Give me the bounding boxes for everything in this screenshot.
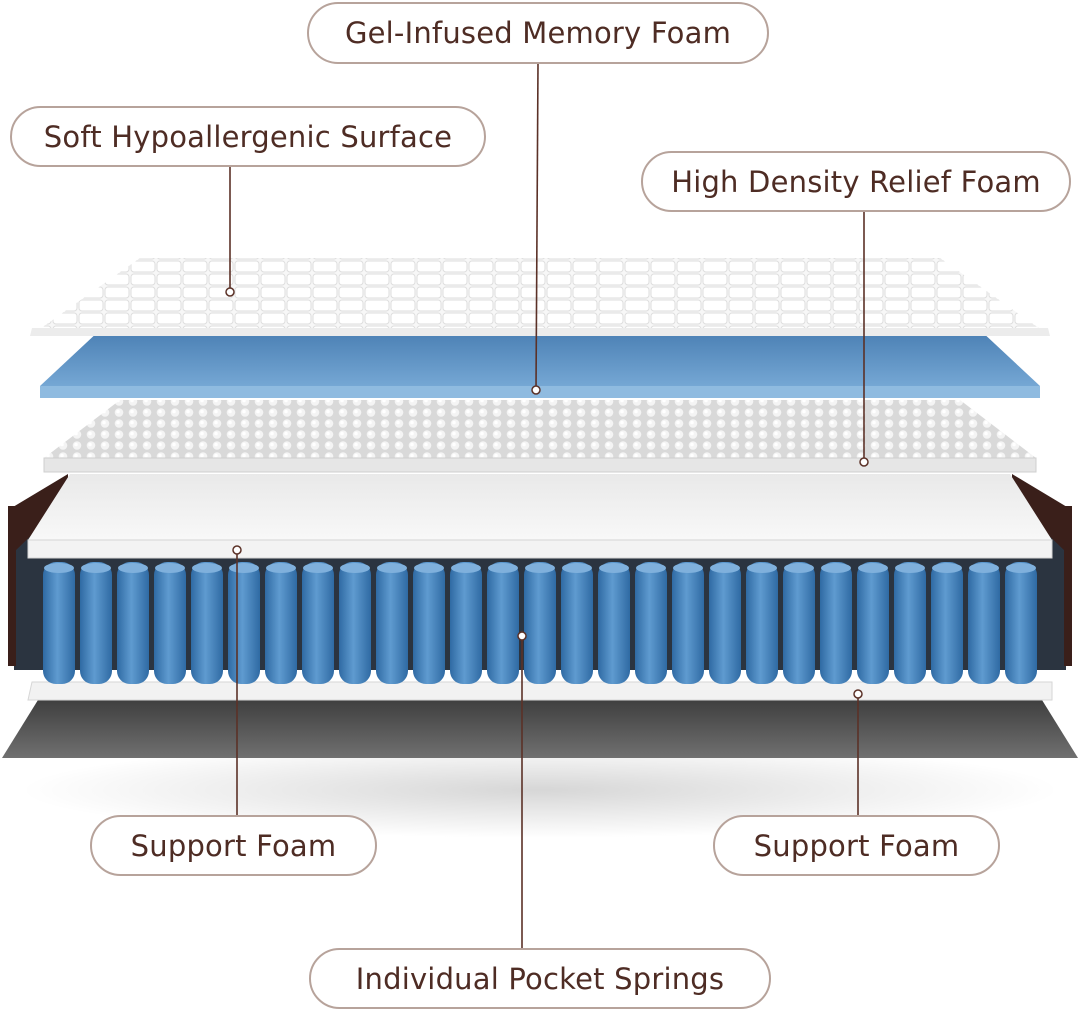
pocket-spring <box>80 562 112 684</box>
pocket-spring-cap <box>155 563 185 573</box>
label-support-foam-left: Support Foam <box>90 815 377 876</box>
pocket-spring <box>302 562 334 684</box>
pocket-spring-cap <box>451 563 481 573</box>
pocket-spring-core <box>43 562 1037 684</box>
pocket-spring-cap <box>81 563 111 573</box>
dot-soft-surface <box>225 287 235 297</box>
pocket-spring-cap <box>118 563 148 573</box>
leader-lines <box>229 63 865 948</box>
dot-support-foam-bottom <box>853 689 863 699</box>
pocket-spring <box>598 562 630 684</box>
pocket-spring <box>265 562 297 684</box>
pocket-spring <box>857 562 889 684</box>
egg-crate-relief-foam <box>43 400 1037 473</box>
label-soft-hypoallergenic-surface: Soft Hypoallergenic Surface <box>10 106 486 167</box>
pocket-spring <box>339 562 371 684</box>
pocket-spring <box>746 562 778 684</box>
pocket-spring-cap <box>1006 563 1036 573</box>
pocket-spring-cap <box>932 563 962 573</box>
pocket-spring <box>376 562 408 684</box>
pocket-spring-cap <box>340 563 370 573</box>
pocket-spring <box>191 562 223 684</box>
floor-shadow <box>20 742 1060 838</box>
pocket-spring <box>228 562 260 684</box>
pocket-spring-cap <box>562 563 592 573</box>
pocket-spring <box>413 562 445 684</box>
pocket-spring-cap <box>858 563 888 573</box>
pocket-spring <box>561 562 593 684</box>
pocket-spring <box>524 562 556 684</box>
pocket-spring-cap <box>266 563 296 573</box>
pocket-spring-cap <box>710 563 740 573</box>
pocket-spring <box>117 562 149 684</box>
pocket-spring-cap <box>599 563 629 573</box>
pocket-spring-cap <box>414 563 444 573</box>
pocket-spring <box>820 562 852 684</box>
leader-dots <box>225 287 869 699</box>
pocket-spring-cap <box>525 563 555 573</box>
pocket-spring-cap <box>44 563 74 573</box>
quilted-cover <box>30 258 1050 336</box>
pocket-spring-cap <box>969 563 999 573</box>
dot-support-foam-top <box>232 545 242 555</box>
pocket-spring <box>931 562 963 684</box>
pocket-spring <box>1005 562 1037 684</box>
pocket-spring <box>635 562 667 684</box>
pocket-spring-cap <box>784 563 814 573</box>
label-individual-pocket-springs: Individual Pocket Springs <box>309 948 771 1009</box>
dot-gel-foam <box>531 385 541 395</box>
pocket-spring <box>672 562 704 684</box>
support-foam-top <box>27 474 1053 559</box>
pocket-spring-cap <box>821 563 851 573</box>
pocket-spring-cap <box>229 563 259 573</box>
label-high-density-relief-foam: High Density Relief Foam <box>641 151 1071 212</box>
pocket-spring <box>894 562 926 684</box>
pocket-spring-cap <box>895 563 925 573</box>
pocket-spring-cap <box>488 563 518 573</box>
pocket-spring-cap <box>636 563 666 573</box>
pocket-spring-cap <box>673 563 703 573</box>
pocket-spring <box>450 562 482 684</box>
pocket-spring <box>154 562 186 684</box>
pocket-spring-cap <box>192 563 222 573</box>
pocket-spring-cap <box>747 563 777 573</box>
pocket-spring <box>709 562 741 684</box>
pocket-spring-cap <box>377 563 407 573</box>
support-foam-bottom <box>27 681 1053 701</box>
pocket-spring <box>43 562 75 684</box>
pocket-spring <box>968 562 1000 684</box>
pocket-spring <box>783 562 815 684</box>
pocket-spring-cap <box>303 563 333 573</box>
base-board <box>2 700 1078 758</box>
dot-high-density-foam <box>859 457 869 467</box>
pocket-spring <box>487 562 519 684</box>
dot-pocket-springs <box>517 631 527 641</box>
label-support-foam-right: Support Foam <box>713 815 1000 876</box>
label-gel-infused-memory-foam: Gel-Infused Memory Foam <box>307 2 769 64</box>
